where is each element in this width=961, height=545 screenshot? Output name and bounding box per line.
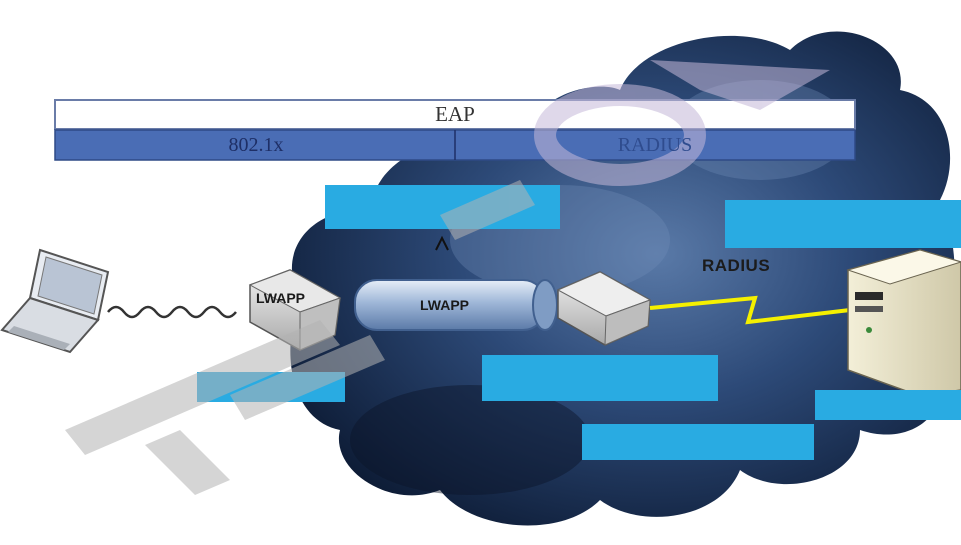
dot1x-label: 802.1x [228, 133, 284, 156]
server-led [866, 327, 872, 333]
redaction-blocks [197, 185, 961, 460]
watermark [65, 60, 830, 495]
arrow-icon [435, 235, 449, 251]
radius-bar-label: RADIUS [617, 133, 693, 156]
wireless-link [107, 305, 237, 319]
laptop-icon [0, 248, 110, 354]
redaction-block [725, 200, 961, 248]
radius-server-icon [846, 249, 961, 397]
redaction-block [482, 355, 718, 401]
controller-icon [556, 271, 652, 346]
radius-link-label: RADIUS [702, 256, 771, 275]
eap-bar [54, 99, 856, 130]
server-drive-slot [855, 306, 883, 312]
lightning-bolt-icon [649, 295, 851, 325]
redaction-block [815, 390, 961, 420]
redaction-block [582, 424, 814, 460]
lwapp-tunnel-icon [354, 279, 558, 331]
eap-label: EAP [435, 101, 475, 126]
lwapp-tunnel-label: LWAPP [420, 297, 470, 313]
lwapp-ap-label: LWAPP [256, 290, 306, 306]
cloud-shadow [350, 385, 590, 495]
server-drive-slot [855, 292, 883, 300]
